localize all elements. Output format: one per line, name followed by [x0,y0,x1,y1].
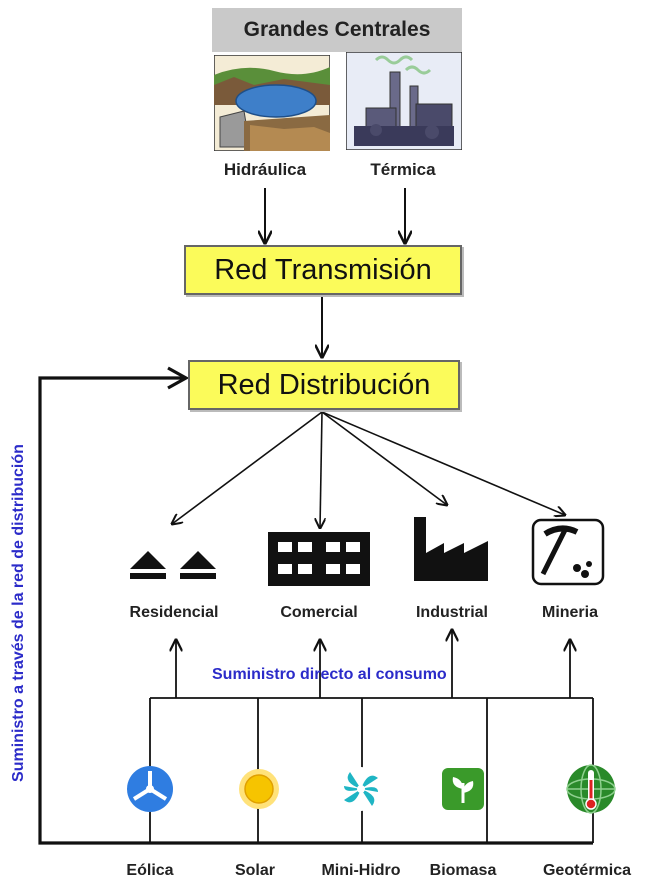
arrow-dist-to-industrial [321,411,447,505]
arrow-dist-to-mineria [321,411,565,515]
plant-leaf-icon [441,767,485,811]
thermal-plant-icon [345,51,463,151]
source-label-minihidro: Mini-Hidro [321,862,401,879]
direct-supply-label: Suministro directo al consumo [212,666,447,683]
grid-supply-arrowhead [167,366,190,390]
grid-supply-line [38,376,593,845]
sun-icon [238,768,280,810]
source-label-biomasa: Biomasa [429,862,497,879]
grid-supply-label: Suministro a través de la red de distrib… [10,444,27,782]
plant-label-hidraulica: Hidráulica [223,160,307,179]
arrow-dist-to-comercial [320,411,322,528]
building-icon [268,532,370,586]
globe-thermometer-icon [566,764,616,814]
source-label-geotermica: Geotérmica [542,862,632,879]
consumer-label-comercial: Comercial [280,604,358,621]
header-box: Grandes Centrales [212,8,462,52]
hydro-dam-icon [213,54,331,152]
consumer-label-mineria: Mineria [541,604,598,621]
source-label-solar: Solar [234,862,275,879]
pickaxe-icon [531,518,605,586]
factory-icon [414,517,488,581]
source-label-eolica: Eólica [126,862,174,879]
consumer-label-industrial: Industrial [415,604,488,621]
transmission-box: Red Transmisión [184,245,462,295]
consumer-label-residencial: Residencial [129,604,219,621]
arrow-dist-to-residencial [172,411,323,524]
wind-turbine-icon [126,765,174,813]
water-turbine-icon [338,766,384,812]
plant-label-termica: Térmica [370,160,436,179]
distribution-box: Red Distribución [188,360,460,410]
houses-icon [128,543,224,583]
